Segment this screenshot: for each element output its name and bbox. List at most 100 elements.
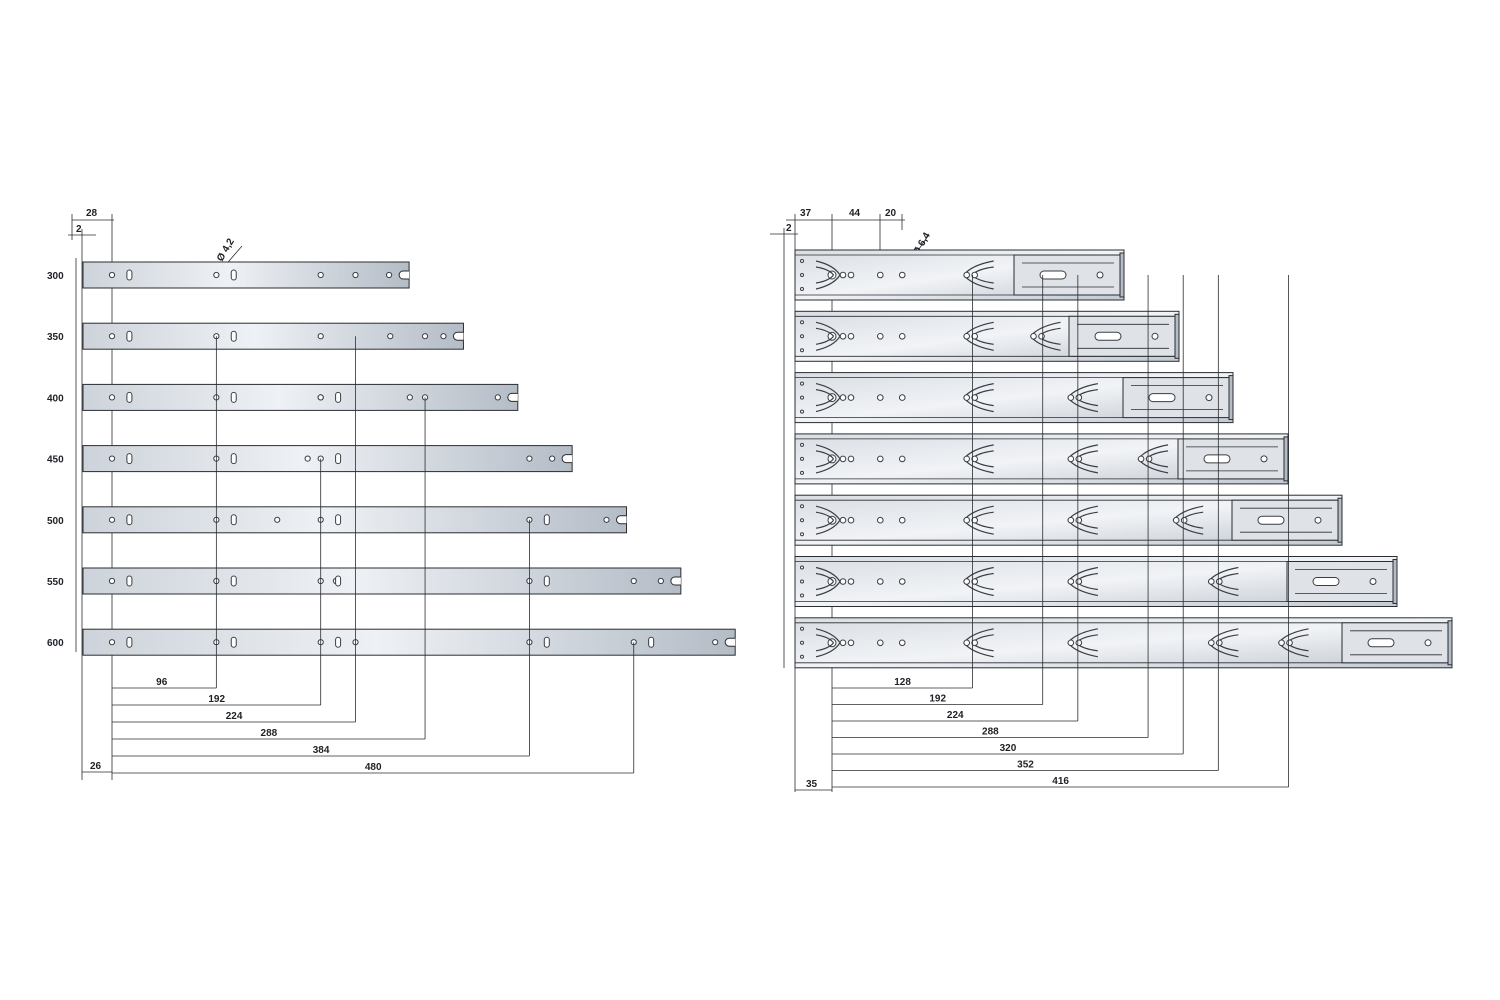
bracket-hole — [971, 455, 979, 463]
mounting-hole — [630, 577, 637, 585]
bracket-cutout — [815, 628, 841, 658]
mounting-hole — [898, 271, 906, 279]
slide-5 — [794, 494, 1343, 546]
bracket-cutout — [963, 566, 994, 597]
bracket-hole — [839, 333, 847, 340]
end-hole — [386, 271, 393, 279]
bracket-cutout — [815, 566, 841, 597]
rail-length-label: 500 — [47, 516, 64, 527]
rail-body — [82, 445, 573, 473]
bracket-cutout — [815, 321, 841, 351]
dimension-label: 224 — [947, 710, 964, 721]
front-hole — [800, 320, 804, 325]
rail-length-label: 550 — [47, 577, 64, 588]
slide-rear-mechanism — [1013, 252, 1125, 298]
slot-hole — [230, 453, 237, 465]
bracket-hole — [963, 639, 971, 647]
front-mount-hole — [827, 638, 837, 648]
dimension-label: 288 — [261, 728, 278, 739]
front-hole — [800, 593, 804, 598]
mounting-hole — [526, 455, 533, 462]
rail-length-label: 450 — [47, 455, 64, 466]
bracket-cutout — [1172, 505, 1204, 535]
bracket-cutout — [963, 321, 994, 351]
bracket-cutout — [1067, 444, 1098, 474]
slide-1 — [794, 249, 1125, 301]
bracket-hole — [1038, 333, 1045, 340]
rail-length-label: 300 — [47, 271, 64, 282]
mechanism-endcap — [1228, 375, 1234, 421]
slot-hole — [126, 391, 133, 403]
front-hole — [800, 565, 804, 570]
rail-end-notch — [616, 515, 627, 525]
rail-body — [82, 567, 682, 595]
slot-hole — [126, 636, 133, 648]
dimension-label: 192 — [208, 694, 225, 705]
bracket-cutout — [815, 505, 841, 535]
mounting-hole — [898, 455, 906, 463]
bracket-hole — [971, 333, 979, 340]
mounting-hole — [304, 455, 311, 462]
bracket-hole — [1208, 639, 1215, 647]
rail-end-notch — [724, 637, 736, 647]
slide-7 — [794, 617, 1453, 669]
mounting-hole — [274, 516, 281, 523]
bracket-hole — [1067, 394, 1075, 401]
mounting-hole — [108, 333, 116, 340]
slot-hole — [126, 453, 133, 465]
slot-hole — [543, 575, 550, 587]
bracket-hole — [1216, 578, 1223, 585]
front-hole — [800, 579, 804, 584]
front-hole — [800, 532, 804, 537]
front-hole — [800, 395, 804, 400]
mechanism-pin — [1151, 332, 1159, 340]
right-dim-2: 2 — [786, 223, 792, 234]
mechanism-pin — [1314, 516, 1322, 524]
bracket-hole — [839, 271, 847, 279]
rail-500: 500 — [47, 506, 627, 534]
slot-hole — [335, 391, 342, 403]
bracket-hole — [847, 394, 855, 401]
bracket-cutout — [963, 383, 994, 413]
bracket-hole — [963, 455, 971, 463]
mounting-hole — [213, 271, 220, 279]
front-hole — [800, 259, 804, 263]
slide-rear-mechanism — [1122, 375, 1234, 421]
bracket-hole — [963, 394, 971, 401]
mounting-hole — [876, 516, 884, 524]
slide-rear-mechanism — [1231, 497, 1343, 543]
front-mount-hole — [827, 270, 837, 280]
mounting-hole — [898, 639, 906, 647]
mechanism-slot — [1257, 515, 1285, 525]
slide-3 — [794, 372, 1234, 424]
bracket-hole — [847, 455, 855, 463]
mechanism-endcap — [1447, 620, 1453, 666]
rail-body — [82, 383, 519, 411]
mechanism-pin — [1205, 394, 1213, 402]
bracket-cutout — [1207, 628, 1239, 658]
bracket-hole — [1075, 394, 1083, 401]
rail-end-notch — [670, 576, 681, 586]
slot-hole — [230, 330, 237, 342]
rail-300: 300 — [47, 261, 410, 289]
slot-hole — [230, 269, 237, 281]
bracket-hole — [847, 639, 855, 647]
right-dim-20: 20 — [885, 208, 897, 219]
mechanism-pin — [1260, 455, 1268, 463]
rail-400: 400 — [47, 383, 519, 411]
bracket-hole — [963, 271, 971, 279]
mechanism-pin — [1369, 578, 1377, 585]
slot-hole — [230, 575, 237, 587]
bracket-hole — [1137, 455, 1145, 463]
mechanism-slot — [1094, 331, 1122, 341]
bracket-hole — [1067, 516, 1075, 524]
slide-6 — [794, 556, 1398, 607]
left-header-dims: 28 2 Ø 4,2 — [68, 208, 243, 780]
bracket-cutout — [1030, 321, 1061, 351]
bracket-hole — [971, 516, 979, 524]
right-dim-37: 37 — [800, 208, 812, 219]
bracket-hole — [971, 394, 979, 401]
slot-hole — [543, 514, 550, 526]
